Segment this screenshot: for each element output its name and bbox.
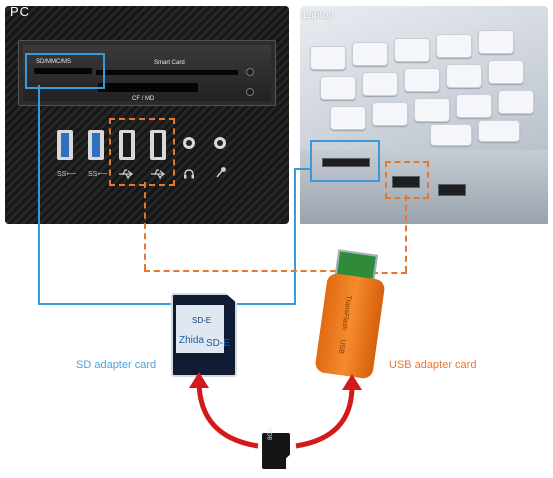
sd-adapter-watermark-2: SD-E bbox=[206, 338, 230, 349]
headphone-jack bbox=[183, 137, 195, 149]
usb3-port-2 bbox=[88, 130, 104, 160]
laptop-usb-port-2 bbox=[438, 184, 466, 196]
sd-slot bbox=[34, 68, 92, 74]
microphone-jack bbox=[214, 137, 226, 149]
laptop-sd-connector-line-top bbox=[294, 168, 310, 170]
usb3-label-2: SS⟵ bbox=[88, 171, 108, 178]
laptop-title: Laptop bbox=[303, 10, 334, 21]
micro-sd-card bbox=[262, 433, 290, 469]
usb3-port-1 bbox=[57, 130, 73, 160]
arrow-to-usb-adapter-icon bbox=[295, 385, 355, 449]
pc-usb-ports-highlight bbox=[109, 118, 175, 186]
arrow-to-sd-adapter-icon bbox=[196, 382, 259, 449]
reader-label-cf: CF / MD bbox=[132, 96, 155, 102]
laptop-sd-slot-highlight bbox=[310, 140, 380, 182]
pc-usb-connector-line-horizontal bbox=[144, 270, 336, 272]
laptop-sd-connector-line-horizontal bbox=[233, 303, 296, 305]
laptop-usb-connector-line bbox=[405, 195, 407, 272]
arrow-head-usb-icon bbox=[342, 374, 362, 390]
usb3-label-1: SS⟵ bbox=[57, 171, 77, 178]
pc-usb-connector-line bbox=[144, 182, 146, 270]
usb-symbol-icon-1 bbox=[118, 166, 134, 184]
sd-adapter-caption: SD adapter card bbox=[76, 359, 157, 371]
laptop-usb-port-1 bbox=[392, 176, 420, 188]
usb-symbol-icon-2 bbox=[150, 166, 166, 184]
arrow-head-sd-icon bbox=[189, 372, 209, 388]
reader-label-sd: SD/MMC/MS bbox=[36, 59, 71, 65]
smart-card-slot bbox=[96, 70, 238, 75]
cf-slot bbox=[98, 83, 198, 92]
pc-sd-slot-highlight bbox=[25, 53, 105, 89]
sd-adapter-sticker-text: SD-E bbox=[192, 316, 212, 325]
reader-label-smart-card: Smart Card bbox=[154, 60, 185, 66]
pc-sd-connector-line bbox=[38, 85, 40, 305]
usb-adapter-caption: USB adapter card bbox=[389, 359, 477, 371]
laptop-sd-connector-line bbox=[294, 168, 296, 305]
headphone-icon bbox=[183, 166, 195, 184]
laptop-usb-port-highlight bbox=[385, 161, 429, 199]
sd-adapter-sticker bbox=[176, 305, 224, 353]
pc-title: PC bbox=[10, 4, 31, 19]
reader-led-1 bbox=[246, 68, 254, 76]
sd-adapter-watermark: Zhida bbox=[179, 335, 205, 346]
reader-led-2 bbox=[246, 88, 254, 96]
laptop-usb-connector-line-horizontal bbox=[372, 272, 407, 274]
microphone-icon bbox=[215, 165, 227, 183]
laptop-sd-slot bbox=[322, 158, 370, 167]
usb2-port-1 bbox=[119, 130, 135, 160]
pc-sd-connector-line-horizontal bbox=[38, 303, 171, 305]
usb2-port-2 bbox=[150, 130, 166, 160]
